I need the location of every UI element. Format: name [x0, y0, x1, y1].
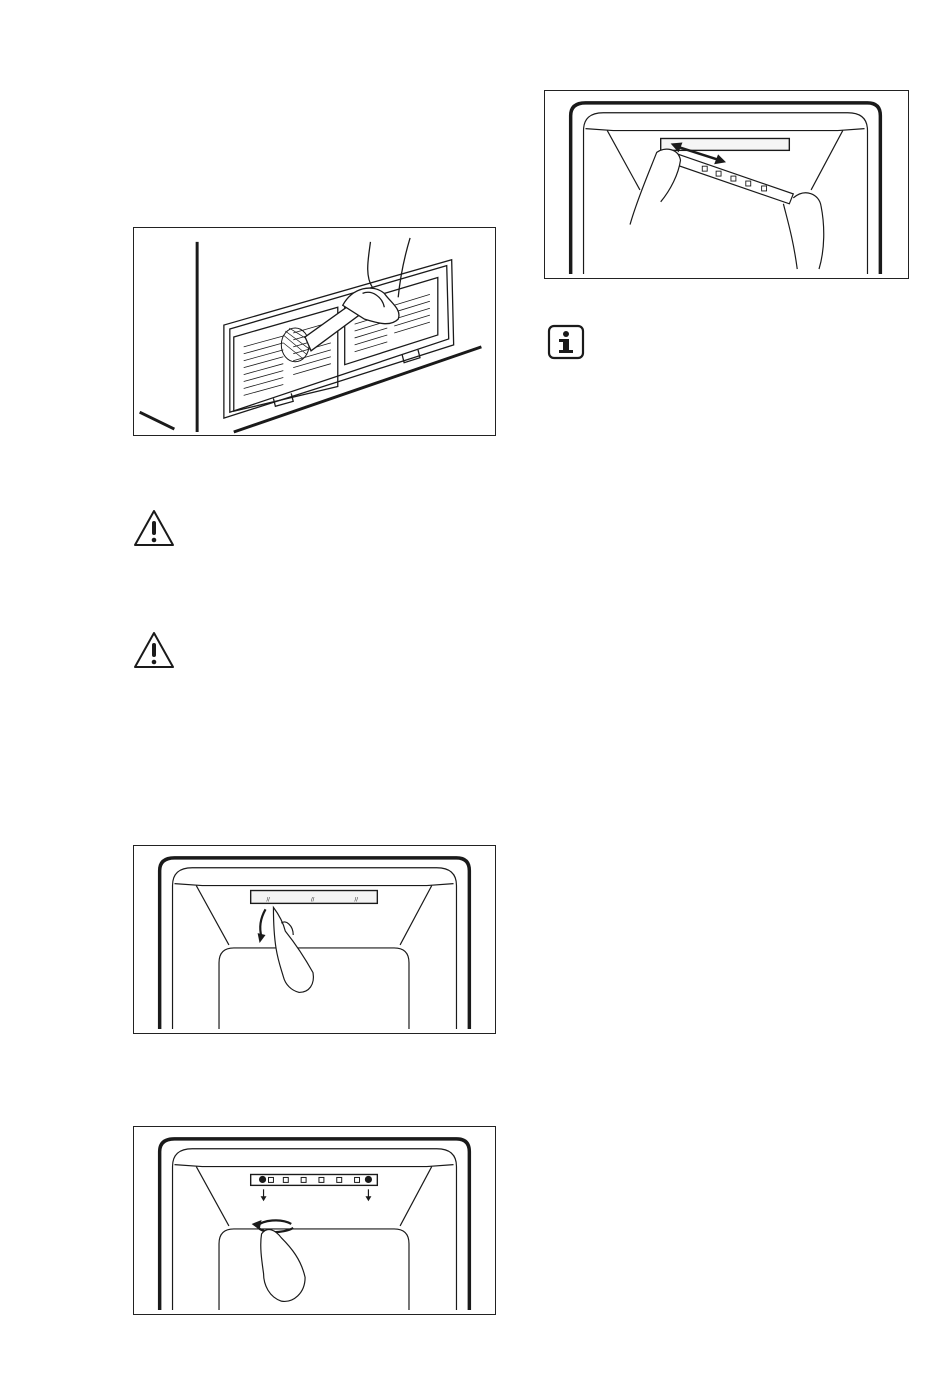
warning-triangle-icon — [133, 509, 175, 547]
svg-text://: // — [311, 897, 315, 903]
warning-triangle-icon — [133, 631, 175, 669]
figure-drain-filter-brushing — [133, 227, 496, 436]
svg-text://: // — [267, 897, 271, 903]
lamp-cover-rotate-illustration — [134, 1127, 495, 1314]
figure-light-cover-pull-down: // // // — [133, 845, 496, 1034]
info-square-icon — [547, 324, 585, 360]
figure-light-cover-rotate — [133, 1126, 496, 1315]
brush-cleaning-illustration — [134, 228, 495, 435]
led-strip-removal-illustration — [545, 91, 908, 278]
lamp-cover-removal-illustration: // // // — [134, 846, 495, 1033]
figure-led-strip-slide-out — [544, 90, 909, 279]
svg-text://: // — [355, 897, 359, 903]
